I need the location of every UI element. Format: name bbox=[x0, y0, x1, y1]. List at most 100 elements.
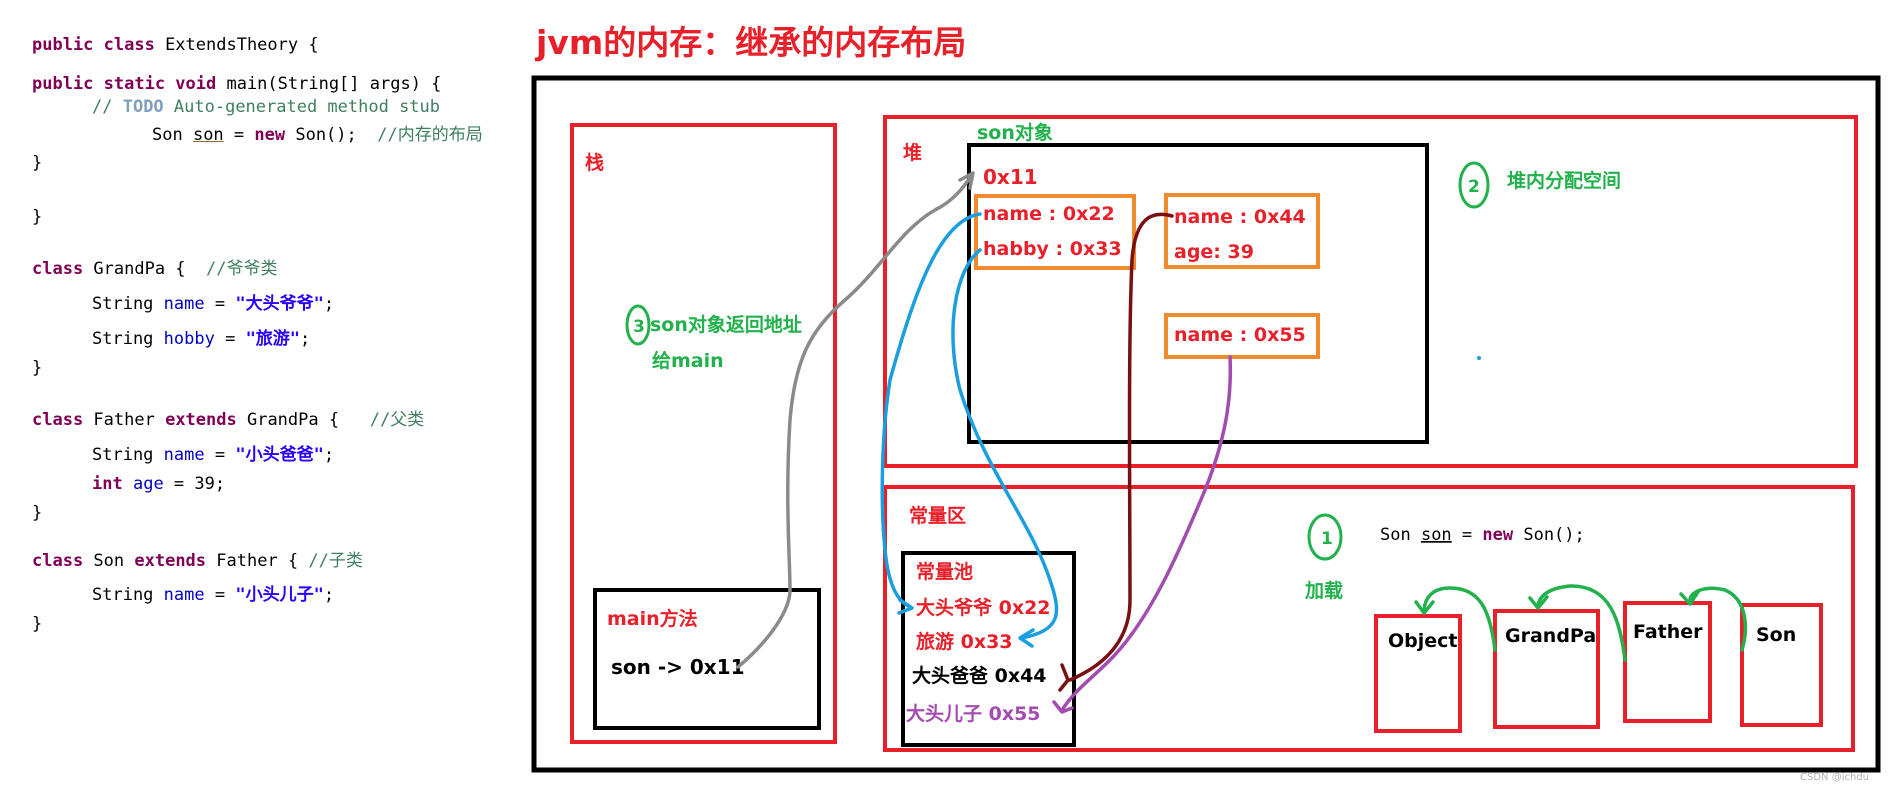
constant-entry-hobby: 旅游 0x33 bbox=[916, 630, 1013, 653]
code-text: ; bbox=[323, 294, 335, 314]
code-line-7: class GrandPa { //爷爷类 bbox=[32, 258, 278, 280]
code-text: = bbox=[214, 329, 246, 349]
code-text: = bbox=[204, 294, 236, 314]
code-string: "大头爷爷" bbox=[235, 294, 324, 314]
code-text: main(String[] args) { bbox=[216, 74, 442, 94]
load-arrow-grandpa-to-object bbox=[1422, 586, 1497, 652]
code-line-2: public static void main(String[] args) { bbox=[32, 73, 441, 95]
class-name-son: Son bbox=[1756, 624, 1796, 646]
code-line-13: int age = 39; bbox=[92, 473, 225, 495]
code-text: ; bbox=[300, 329, 311, 349]
class-name-object: Object bbox=[1388, 630, 1458, 652]
stray-dot bbox=[1477, 356, 1481, 360]
reference-arrow-son-name bbox=[1060, 355, 1233, 712]
code-comment: //爷爷类 bbox=[206, 259, 278, 279]
code-field: hobby bbox=[163, 329, 215, 349]
step3-text-line2: 给main bbox=[652, 349, 724, 372]
load-code-keyword: new bbox=[1482, 525, 1513, 545]
son-name-field: name : 0x55 bbox=[1174, 324, 1306, 346]
load-code-text: Son(); bbox=[1513, 525, 1585, 545]
code-listing: public class ExtendsTheory { public stat… bbox=[0, 0, 532, 789]
class-name-father: Father bbox=[1633, 621, 1703, 643]
main-son-variable: son -> 0x11 bbox=[611, 655, 745, 679]
code-text: = bbox=[204, 445, 236, 465]
constant-area-region bbox=[883, 485, 1855, 752]
code-keyword: int bbox=[92, 474, 123, 494]
arrowhead-icon bbox=[1679, 590, 1700, 606]
code-field: name bbox=[163, 585, 205, 605]
constant-pool-label: 常量池 bbox=[916, 560, 973, 583]
code-string: "小头儿子" bbox=[235, 585, 324, 605]
heap-region bbox=[883, 115, 1858, 468]
code-string: "旅游" bbox=[245, 329, 301, 349]
code-text: = bbox=[204, 585, 236, 605]
code-text: GrandPa { bbox=[83, 259, 207, 279]
father-name-field: name : 0x44 bbox=[1174, 206, 1306, 228]
reference-arrow-grandpa-name bbox=[880, 212, 982, 609]
code-text: Father bbox=[83, 410, 166, 430]
code-comment: Auto-generated method stub bbox=[163, 97, 441, 117]
arrowhead-icon bbox=[897, 598, 914, 615]
code-keyword: public static void bbox=[32, 74, 217, 94]
load-arrow-son-to-father bbox=[1688, 586, 1748, 652]
step3-number: 3 bbox=[633, 317, 645, 337]
constant-entry-grandpa-name: 大头爷爷 0x22 bbox=[916, 596, 1051, 619]
step1-number: 1 bbox=[1321, 529, 1333, 549]
code-line-14: } bbox=[32, 503, 43, 523]
main-frame-box bbox=[593, 588, 821, 730]
code-line-4: Son son = new Son(); //内存的布局 bbox=[152, 124, 483, 146]
code-keyword: extends bbox=[165, 410, 237, 430]
heap-label: 堆 bbox=[903, 141, 922, 164]
father-age-field: age: 39 bbox=[1174, 241, 1254, 263]
class-box-grandpa bbox=[1493, 609, 1600, 729]
code-line-8: String name = "大头爷爷"; bbox=[92, 293, 334, 315]
code-todo: TODO bbox=[122, 97, 164, 117]
load-arrow-father-to-grandpa bbox=[1536, 584, 1627, 662]
step3-text-line1: son对象返回地址 bbox=[650, 313, 802, 336]
code-keyword: class bbox=[32, 410, 84, 430]
step3-circle bbox=[625, 304, 651, 346]
son-object-box bbox=[967, 143, 1429, 444]
load-label: 加载 bbox=[1304, 579, 1343, 602]
son-fields-box bbox=[1164, 313, 1320, 359]
code-keyword: extends bbox=[134, 551, 207, 571]
step2-text: 堆内分配空间 bbox=[1507, 169, 1621, 192]
code-line-15: class Son extends Father { //子类 bbox=[32, 550, 363, 572]
code-line-11: class Father extends GrandPa { //父类 bbox=[32, 409, 424, 431]
code-line-17: } bbox=[32, 614, 43, 634]
grandpa-fields-box bbox=[974, 194, 1136, 270]
class-box-father bbox=[1623, 601, 1712, 723]
code-text: Son(); bbox=[285, 125, 378, 145]
code-line-12: String name = "小头爸爸"; bbox=[92, 444, 334, 466]
code-keyword: class bbox=[32, 551, 84, 571]
jvm-frame bbox=[531, 75, 1881, 773]
son-object-label: son对象 bbox=[977, 121, 1053, 144]
load-code-text: Son bbox=[1380, 525, 1421, 545]
arrowhead-icon bbox=[1528, 595, 1549, 610]
code-comment: // bbox=[92, 97, 123, 117]
code-field: name bbox=[163, 445, 205, 465]
constant-entry-father-name: 大头爸爸 0x44 bbox=[912, 664, 1047, 687]
reference-arrow-father-name bbox=[1068, 212, 1174, 682]
code-text: ; bbox=[323, 585, 335, 605]
father-fields-box bbox=[1164, 193, 1320, 269]
code-line-9: String hobby = "旅游"; bbox=[92, 328, 310, 350]
code-text: Son bbox=[152, 125, 193, 145]
watermark: CSDN @ichdu bbox=[1800, 772, 1869, 783]
code-text: Father { bbox=[206, 551, 309, 571]
load-code-line: Son son = new Son(); bbox=[1380, 525, 1585, 545]
code-line-6: } bbox=[32, 207, 43, 227]
code-keyword: class bbox=[32, 259, 84, 279]
class-name-grandpa: GrandPa bbox=[1505, 625, 1596, 647]
class-box-object bbox=[1374, 614, 1462, 733]
main-method-label: main方法 bbox=[607, 607, 698, 630]
code-text: = bbox=[223, 125, 255, 145]
step1-circle bbox=[1307, 513, 1343, 561]
constant-area-label: 常量区 bbox=[909, 504, 966, 527]
code-line-16: String name = "小头儿子"; bbox=[92, 584, 334, 606]
reference-arrow-grandpa-hobby bbox=[951, 248, 1059, 640]
step2-number: 2 bbox=[1468, 177, 1480, 197]
arrowhead-icon bbox=[1018, 628, 1035, 648]
code-text: String bbox=[92, 329, 164, 349]
code-string: "小头爸爸" bbox=[235, 445, 324, 465]
